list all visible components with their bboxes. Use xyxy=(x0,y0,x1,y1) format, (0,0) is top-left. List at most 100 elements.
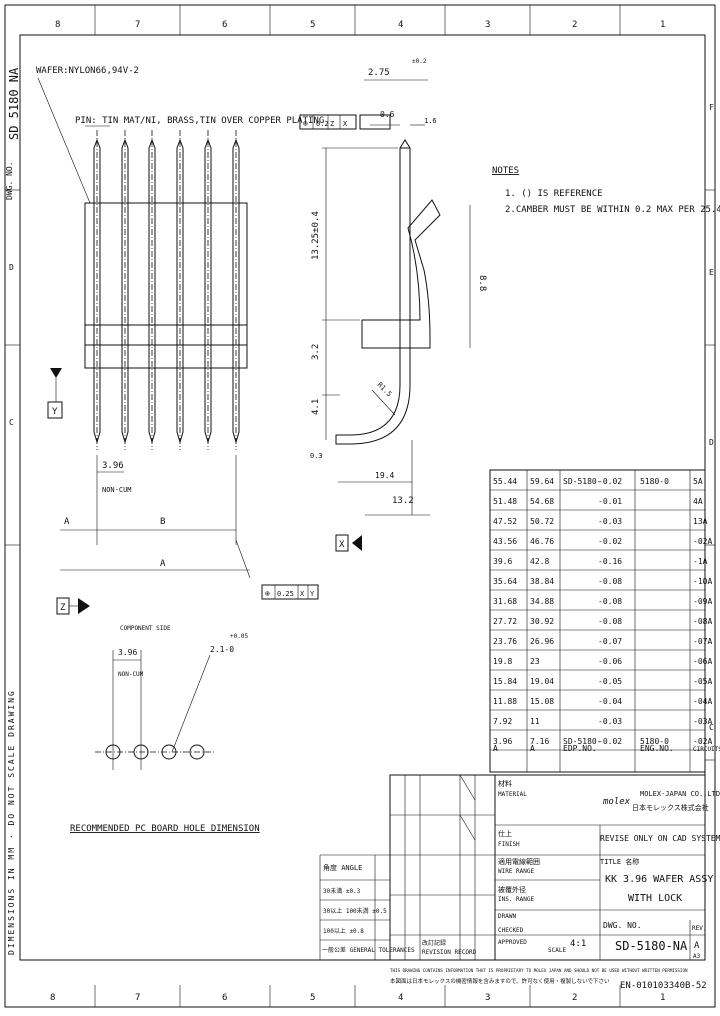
pin xyxy=(232,138,240,444)
table-cell: 43.56 xyxy=(493,537,517,546)
datum-z: Z xyxy=(60,603,66,613)
table-cell: -10A xyxy=(693,577,712,586)
revision-record-jp: 改訂記録 xyxy=(422,939,446,947)
col-top-7: 2 xyxy=(572,20,577,30)
side-dim-bottom-2: 13.2 xyxy=(392,496,414,506)
side-dim-v3: 4.1 xyxy=(311,399,321,415)
table-cell: -0.02 xyxy=(598,477,622,486)
table-cell: 55.44 xyxy=(493,477,517,486)
revision-record: REVISION RECORD xyxy=(422,949,477,956)
pitch-tol: NON-CUM xyxy=(102,486,132,494)
table-cell: 23.76 xyxy=(493,637,517,646)
row-right-e: E xyxy=(709,268,714,277)
logo: molex xyxy=(602,797,631,807)
wire-range-jp: 適用電線範囲 xyxy=(498,857,540,866)
svg-text:Z: Z xyxy=(330,120,334,128)
table-cell: 15.08 xyxy=(530,697,554,706)
col-bottom-3: 6 xyxy=(222,993,227,1003)
pins xyxy=(93,130,240,450)
revise-note: REVISE ONLY ON CAD SYSTEM xyxy=(600,834,720,843)
table-header-cell: EDP.NO. xyxy=(563,744,597,753)
side-dim-width: 0.6 xyxy=(380,110,395,119)
col-top-4: 5 xyxy=(310,20,315,30)
side-view: ⊕ 0.2 Z X 2.75 ±0.2 0.6 1.6 13.25±0.4 3.… xyxy=(299,58,487,552)
col-bottom-1: 8 xyxy=(50,993,55,1003)
col-top-1: 8 xyxy=(55,20,60,30)
notes: NOTES 1. () IS REFERENCE 2.CAMBER MUST B… xyxy=(492,166,720,215)
pin xyxy=(93,138,101,444)
table-header-cell: CIRCUITS xyxy=(693,746,720,753)
dim-a: A xyxy=(160,559,166,569)
revision-label: REV. xyxy=(692,925,706,932)
title-label: TITLE 名称 xyxy=(600,857,639,866)
table-cell: -09A xyxy=(693,597,712,606)
table-cell: 30.92 xyxy=(530,617,554,626)
dwg-no-label: DWG. NO. xyxy=(603,921,642,930)
table-cell: 54.68 xyxy=(530,497,554,506)
row-right-d: D xyxy=(709,438,714,447)
tol-row-1: 30未満 ±0.3 xyxy=(323,887,361,895)
bottom-zone-markers: 8 7 6 5 4 3 2 1 xyxy=(50,985,665,1007)
side-dim-bottom-1: 19.4 xyxy=(375,471,394,480)
table-cell: -03A xyxy=(693,717,712,726)
table-cell: 42.8 xyxy=(530,557,549,566)
ins-range-jp: 被覆外径 xyxy=(498,885,526,894)
wafer-body xyxy=(84,202,248,369)
scale: 4:1 xyxy=(570,939,586,949)
note-1: 1. () IS REFERENCE xyxy=(505,189,603,199)
pcb-hole: COMPONENT SIDE 3.96 NON-CUM 2.1-0 +0.05 … xyxy=(70,625,260,834)
table-cell: -0.07 xyxy=(598,637,622,646)
checked: CHECKED xyxy=(498,927,524,934)
dwg-no: SD-5180-NA xyxy=(615,939,688,953)
table-cell: 50.72 xyxy=(530,517,554,526)
col-top-5: 4 xyxy=(398,20,403,30)
table-cell: 38.84 xyxy=(530,577,554,586)
table-cell: 7.16 xyxy=(530,737,549,746)
side-dim-angle: R1.5 xyxy=(376,381,394,399)
table-cell: 35.64 xyxy=(493,577,517,586)
datum-x: X xyxy=(339,540,345,550)
table-header-cell: ENG.NO. xyxy=(640,744,674,753)
pcb-side-label: COMPONENT SIDE xyxy=(120,625,171,632)
pitch-dim: 3.96 xyxy=(102,461,124,471)
table-cell: -05A xyxy=(693,677,712,686)
drawn: DRAWN xyxy=(498,913,516,920)
side-dim-left-small: 0.3 xyxy=(310,452,323,460)
material-jp: 材料 xyxy=(498,779,512,788)
col-bottom-7: 2 xyxy=(572,993,577,1003)
company-jp: 日本モレックス株式会社 xyxy=(632,803,709,812)
row-left-c: C xyxy=(9,418,14,427)
table-cell: 5180-0 xyxy=(640,737,669,746)
row-right-f: F xyxy=(709,103,714,112)
pcb-pitch: 3.96 xyxy=(118,648,137,657)
table-cell: -0.02 xyxy=(598,537,622,546)
dim-a-left: A xyxy=(64,517,70,527)
side-dwg-label: DWG. NO. xyxy=(5,161,14,200)
table-cell: 26.96 xyxy=(530,637,554,646)
svg-text:⊕: ⊕ xyxy=(303,119,308,128)
finish-jp: 仕上 xyxy=(498,829,512,838)
table-cell: SD-5180- xyxy=(563,737,602,746)
pin xyxy=(176,138,184,444)
table-cell: -0.08 xyxy=(598,577,622,586)
pcb-hole-tol: +0.05 xyxy=(230,633,248,640)
pcb-pitch-tol: NON-CUM xyxy=(118,671,144,678)
table-cell: 51.48 xyxy=(493,497,517,506)
table-cell: 31.68 xyxy=(493,597,517,606)
table-cell: 15.84 xyxy=(493,677,517,686)
col-bottom-5: 4 xyxy=(398,993,403,1003)
table-cell: SD-5180- xyxy=(563,477,602,486)
row-left-d: D xyxy=(9,263,14,272)
table-cell: -02A xyxy=(693,737,712,746)
table-cell: -06A xyxy=(693,657,712,666)
tol-row-2: 30以上 100未満 ±0.5 xyxy=(323,907,387,915)
table-cell: -0.08 xyxy=(598,617,622,626)
table-cell: 13A xyxy=(693,517,708,526)
table-cell: 34.88 xyxy=(530,597,554,606)
row-right-c: C xyxy=(709,723,714,732)
company: MOLEX-JAPAN CO.,LTD. xyxy=(640,790,720,798)
col-top-2: 7 xyxy=(135,20,140,30)
table-cell: 27.72 xyxy=(493,617,517,626)
